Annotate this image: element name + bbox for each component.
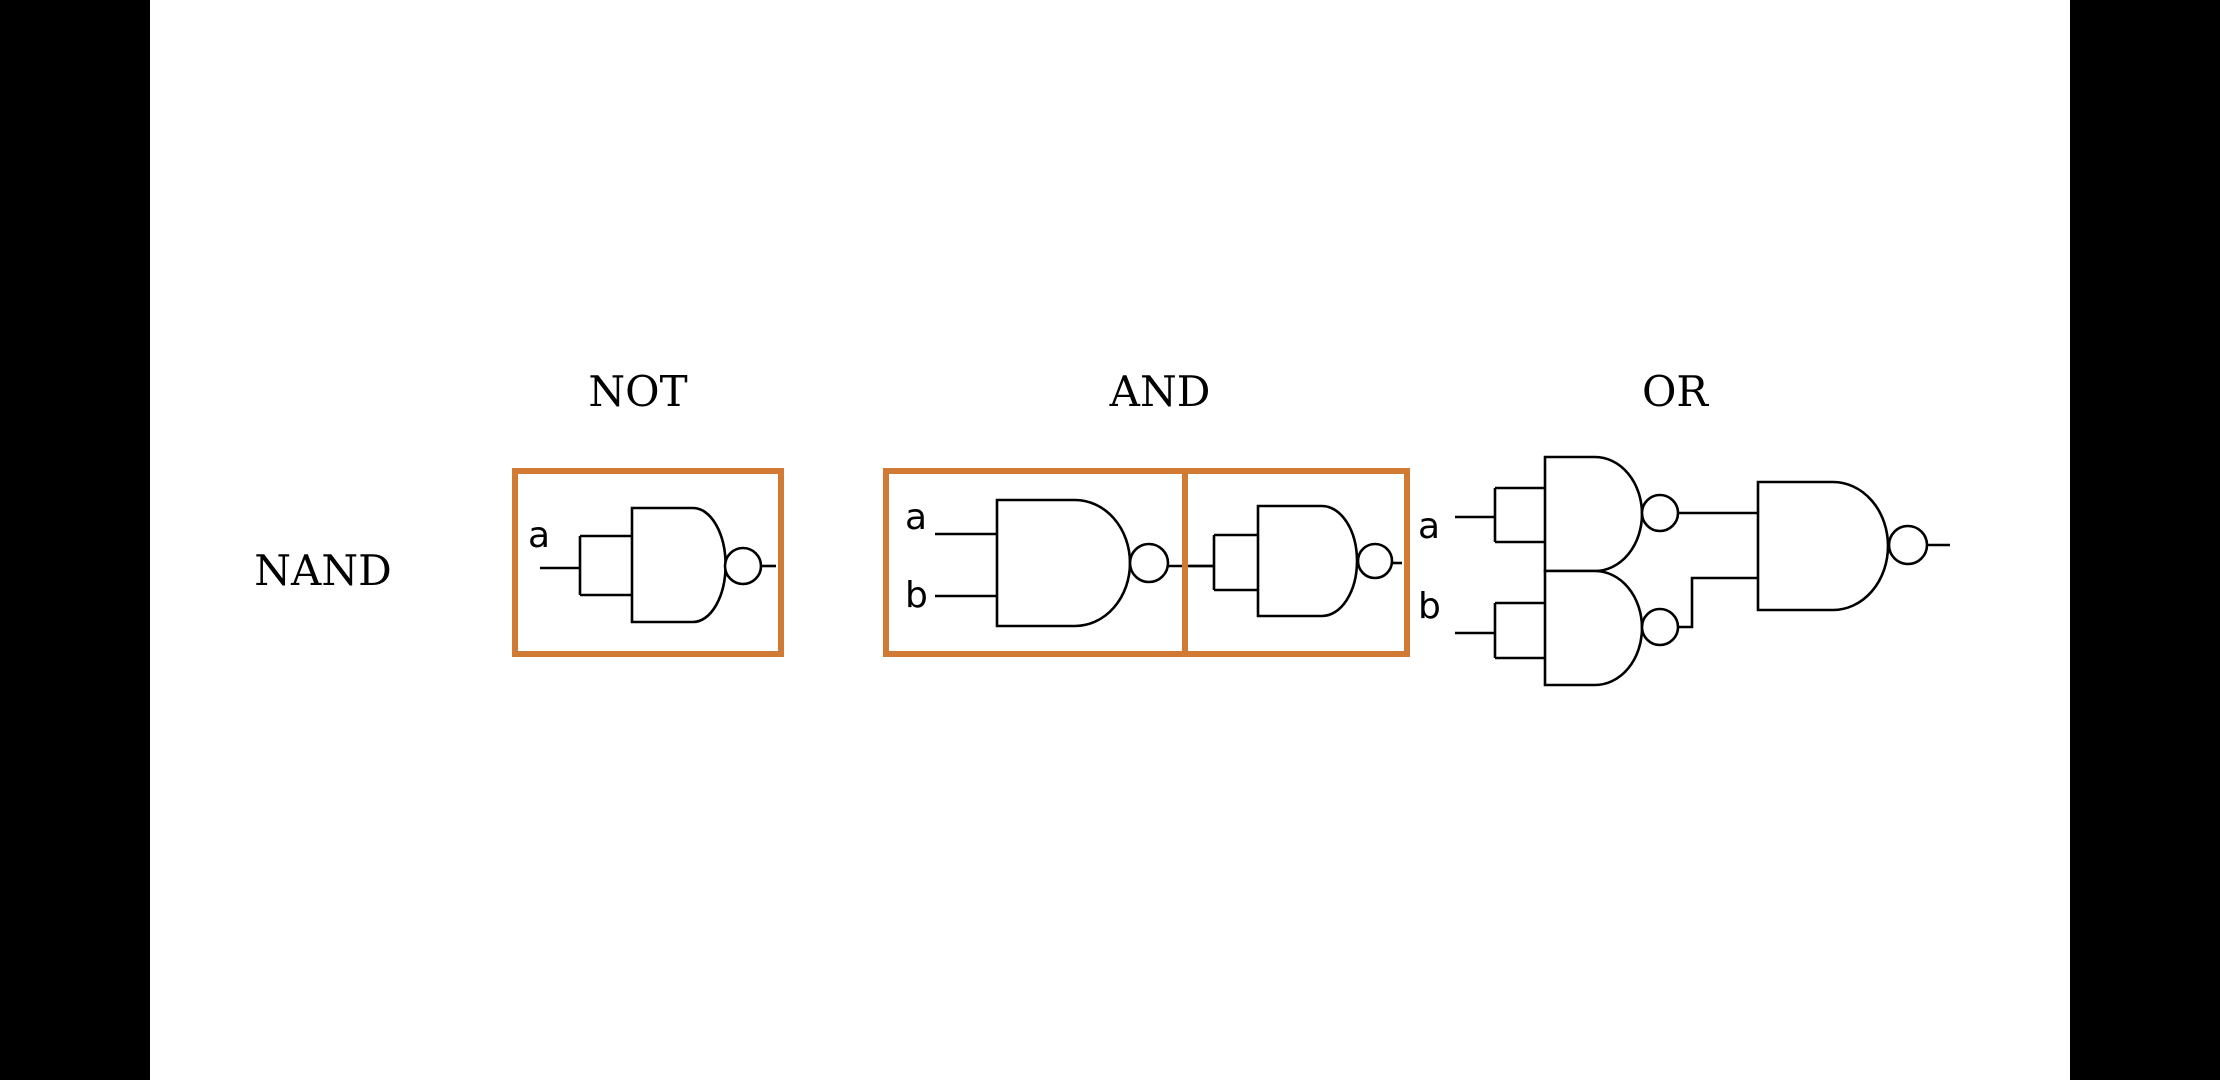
or-input-a-label: a	[1418, 506, 1440, 547]
or-bottom-link-wire	[1678, 576, 1758, 629]
or-final-nand-gate	[1756, 480, 1890, 612]
and-input-wires	[935, 532, 997, 598]
and-second-nand-gate	[1256, 504, 1359, 618]
or-top-nand-gate	[1543, 455, 1644, 573]
nand-heading: NAND	[254, 546, 392, 595]
or-circuit: a b	[1418, 455, 1950, 687]
and-second-input-wires	[1189, 533, 1258, 592]
and-first-inverter-bubble	[1128, 542, 1170, 584]
not-heading: NOT	[588, 367, 687, 416]
and-second-inverter-bubble	[1356, 542, 1394, 580]
not-highlight-box	[512, 468, 784, 657]
and-heading: AND	[1109, 367, 1211, 416]
or-heading: OR	[1642, 367, 1709, 416]
and-input-b-label: b	[905, 575, 928, 616]
or-final-inverter-bubble	[1887, 524, 1929, 566]
or-bottom-inverter-bubble	[1640, 607, 1680, 647]
not-nand-gate	[630, 506, 727, 624]
not-circuit: a	[528, 506, 776, 624]
not-input-a-label: a	[528, 515, 550, 556]
or-bottom-nand-gate	[1543, 569, 1644, 687]
not-inverter-bubble	[723, 546, 763, 586]
and-first-nand-gate	[995, 498, 1132, 628]
or-input-b-label: b	[1418, 586, 1441, 627]
or-bottom-input-wires	[1455, 601, 1545, 660]
and-circuit: a b	[905, 497, 1402, 628]
or-top-input-wires	[1455, 486, 1545, 544]
not-input-wires	[540, 534, 632, 597]
and-second-highlight-box	[1182, 468, 1410, 657]
or-top-inverter-bubble	[1640, 493, 1680, 533]
and-input-a-label: a	[905, 497, 927, 538]
